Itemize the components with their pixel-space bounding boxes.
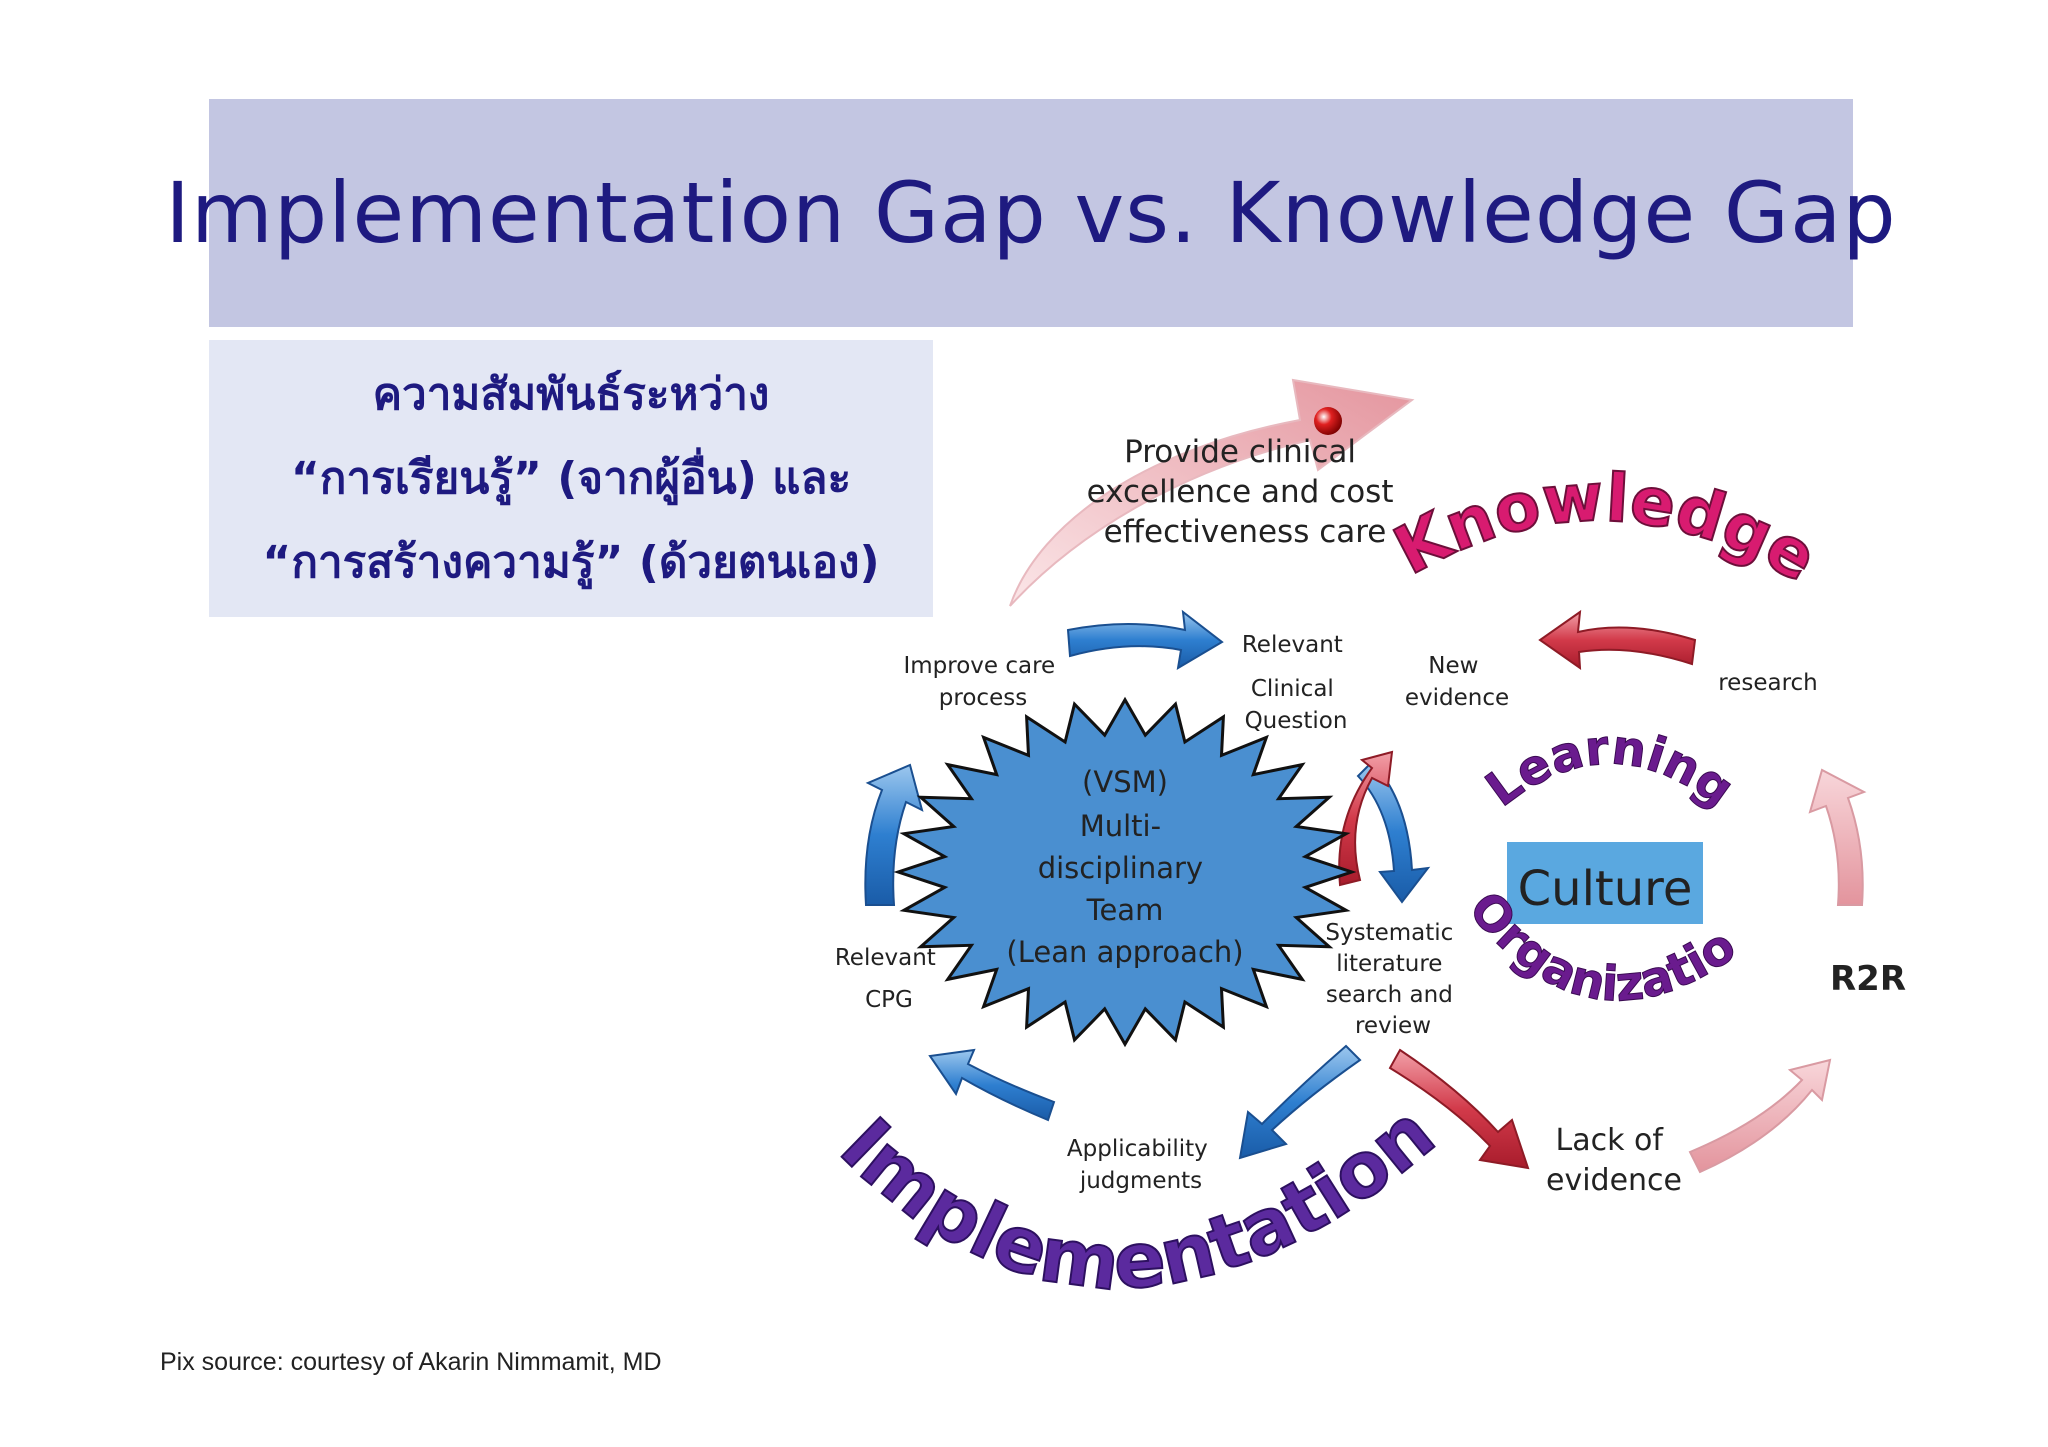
center-vsm: (VSM) <box>1082 765 1168 799</box>
implementation-title: Implementation <box>824 1088 1450 1308</box>
systematic-label: Systematic literature search and review <box>1325 920 1460 1039</box>
new-evidence-label: New evidence <box>1405 653 1509 711</box>
team-starburst-icon <box>893 696 1357 1048</box>
relevant-question-label: Relevant Clinical Question <box>1242 632 1350 734</box>
culture-box <box>1507 842 1703 924</box>
title-banner: Implementation Gap vs. Knowledge Gap <box>165 99 1897 327</box>
center-lean: (Lean approach) <box>1006 935 1243 969</box>
lack-evidence-label: Lack of evidence <box>1546 1123 1682 1198</box>
center-team: Multi- disciplinary Team <box>1038 809 1213 927</box>
culture-label: Culture <box>1518 861 1693 917</box>
relevant-cpg-label: Relevant CPG <box>835 945 943 1013</box>
learning-title: Learning <box>1476 719 1744 817</box>
source-note: Pix source: courtesy of Akarin Nimmamit,… <box>160 1348 662 1376</box>
r2r-label: R2R <box>1830 959 1906 999</box>
page-title: Implementation Gap vs. Knowledge Gap <box>165 164 1897 262</box>
thai-caption-line: ความสัมพันธ์ระหว่าง <box>372 368 770 420</box>
arrow-cpg-to-improve <box>864 763 924 906</box>
provide-care-arrow <box>1009 378 1415 607</box>
arrow-question-to-systematic <box>1356 760 1431 904</box>
arrow-systematic-to-lack <box>1388 1048 1530 1170</box>
provide-care-label: Provide clinical excellence and cost eff… <box>1087 434 1404 550</box>
thai-caption-box: ความสัมพันธ์ระหว่าง “การเรียนรู้” (จากผู… <box>209 340 933 617</box>
thai-caption-line: “การสร้างความรู้” (ด้วยตนเอง) <box>262 536 880 588</box>
arrow-research-to-evidence <box>1538 609 1697 671</box>
red-ball-icon <box>1314 407 1342 435</box>
arrow-systematic-to-applicability <box>1238 1044 1362 1160</box>
knowledge-title: Knowledge <box>1382 458 1829 596</box>
arrow-r2r-to-research <box>1808 768 1867 906</box>
thai-caption-line: “การเรียนรู้” (จากผู้อื่น) และ <box>290 452 852 504</box>
arrow-applicability-to-cpg <box>928 1048 1056 1122</box>
improve-care-label: Improve care process <box>903 653 1062 711</box>
arrow-lack-to-r2r <box>1688 1058 1832 1174</box>
arrow-improve-to-question <box>1066 609 1224 670</box>
arrow-systematic-to-question <box>1338 750 1394 887</box>
applicability-label: Applicability judgments <box>1067 1136 1215 1194</box>
research-label: research <box>1718 670 1818 696</box>
